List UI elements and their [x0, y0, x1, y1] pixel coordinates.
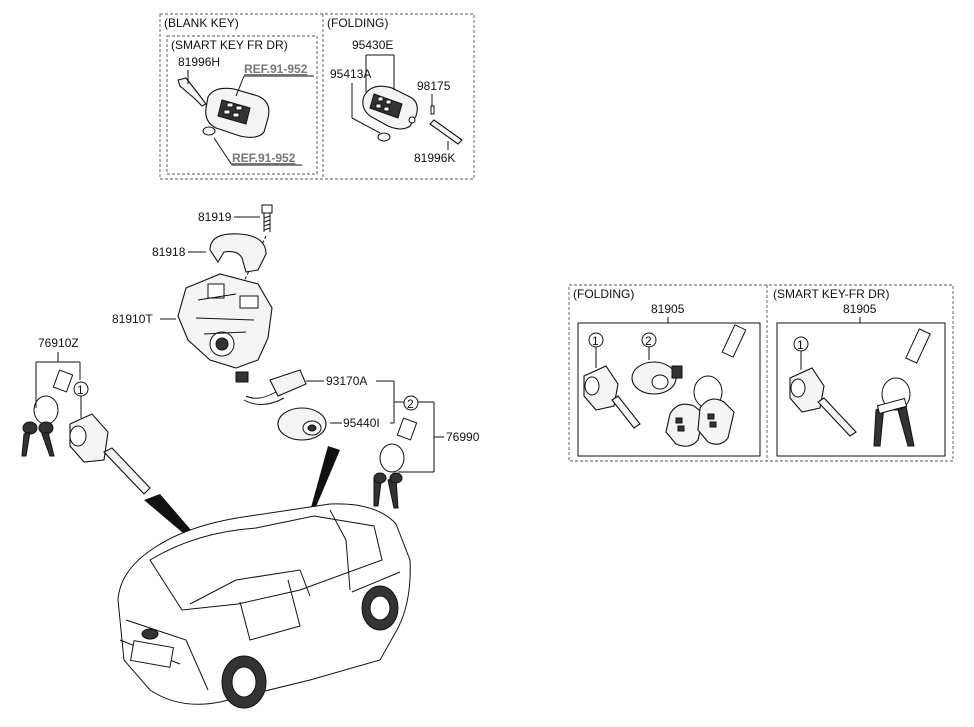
callout-2-circle: [403, 395, 419, 411]
ref-91-952-b: REF.91-952: [232, 151, 296, 165]
part-81905-smart: 81905: [843, 302, 877, 316]
ignition-lock-body-81910T: [177, 273, 273, 369]
top-group-box: [159, 13, 475, 180]
part-76990: 76990: [446, 430, 480, 444]
part-81996H: 81996H: [178, 55, 220, 69]
callout-2-fold: 2: [645, 334, 652, 348]
smart-set-box: [776, 322, 946, 457]
right-group-box: [568, 284, 954, 462]
smart-key-fr-dr-title-right: (SMART KEY-FR DR): [773, 287, 889, 301]
part-95440I: 95440I: [343, 416, 380, 430]
folding-title-right: (FOLDING): [573, 287, 634, 301]
door-lock-cylinder-76910Z: [69, 413, 151, 495]
part-81905-folding: 81905: [651, 302, 685, 316]
folding-keys-set: [665, 324, 747, 447]
folding-set-box: [577, 322, 761, 457]
key-set-76910Z: [21, 369, 74, 457]
folding-title-top: (FOLDING): [327, 16, 388, 30]
part-95413A: 95413A: [330, 67, 371, 81]
part-81918: 81918: [152, 245, 186, 259]
smart-keys-set: [873, 328, 931, 447]
smart-key-fr-dr-title: (SMART KEY FR DR): [171, 38, 288, 52]
part-95430E: 95430E: [352, 38, 393, 52]
ignition-cylinder-folding: [631, 361, 683, 395]
part-93170A: 93170A: [326, 374, 367, 388]
door-lock-cylinder-folding: [583, 365, 641, 429]
ref-91-952-a: REF.91-952: [244, 62, 308, 76]
part-81996K: 81996K: [414, 151, 455, 165]
blank-key-title: (BLANK KEY): [164, 16, 239, 30]
callout-1-fold: 1: [592, 334, 599, 348]
antenna-coil-93170A: [235, 369, 307, 405]
callout-1-smart: 1: [797, 338, 804, 352]
part-81919: 81919: [198, 210, 232, 224]
smart-key-subbox: [166, 35, 318, 175]
battery-coin: [202, 126, 216, 136]
part-98175: 98175: [417, 79, 451, 93]
callout-1-left: 1: [77, 383, 84, 397]
part-81910T: 81910T: [112, 312, 153, 326]
immobilizer-95440I: [277, 407, 327, 441]
door-lock-cylinder-smart: [789, 367, 857, 437]
part-98175-pin: [430, 105, 435, 115]
key-set-76990: [373, 417, 418, 509]
smart-key-fob: [205, 87, 270, 138]
callout-2: 2: [407, 397, 414, 411]
battery-coin-folding: [377, 132, 391, 142]
screw-81919: [261, 204, 273, 232]
folding-key-fob: [362, 85, 418, 130]
part-76910Z: 76910Z: [38, 336, 79, 350]
shroud-clamp-81918: [209, 233, 267, 273]
vehicle-illustration: [117, 503, 411, 709]
folding-key-blade: [429, 119, 463, 145]
emergency-key-blade-h: [177, 77, 207, 107]
